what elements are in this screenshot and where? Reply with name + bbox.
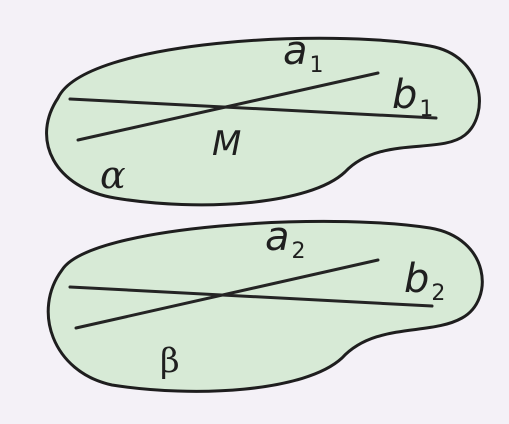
plane-alpha [45,36,481,207]
line-a2-label: a2 [265,214,306,264]
line-a1-label: a1 [283,28,324,78]
point-m-label: M [212,124,241,164]
plane-beta-group: a2 b2 β [46,214,484,393]
line-b1 [68,97,438,120]
line-b1-label: b1 [392,72,433,122]
plane-alpha-group: a1 b1 M α [45,28,481,207]
plane-beta-label: β [160,341,180,381]
line-b2 [68,285,434,308]
plane-alpha-label: α [100,153,126,197]
line-b2-label: b2 [404,256,445,306]
plane-beta [46,219,484,393]
